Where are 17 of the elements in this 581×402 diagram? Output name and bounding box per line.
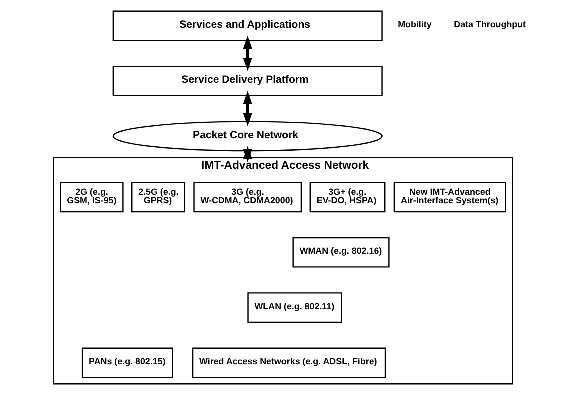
node-box: Wired Access Networks (e.g. ADSL, Fibre) — [192, 348, 386, 378]
node-box: Service Delivery Platform — [112, 66, 383, 96]
label: Mobility — [398, 19, 432, 30]
arrow — [243, 146, 252, 162]
node-box: PANs (e.g. 802.15) — [82, 348, 174, 378]
node-box: Services and Applications — [112, 10, 383, 42]
node-box: WLAN (e.g. 802.11) — [248, 292, 342, 324]
node-box: 3G (e.g. W-CDMA, CDMA2000) — [194, 182, 302, 213]
node-box: 2.5G (e.g. GPRS) — [132, 182, 186, 213]
node-ellipse: Packet Core Network — [112, 121, 383, 152]
arrow — [243, 36, 252, 72]
arrow — [243, 91, 252, 126]
node-box: 2G (e.g. GSM, IS-95) — [60, 182, 124, 213]
label: Data Throughput — [454, 19, 526, 30]
node-box: WMAN (e.g. 802.16) — [292, 237, 390, 268]
node-box: New IMT-Advanced Air-Interface System(s) — [394, 182, 506, 213]
node-box: 3G+ (e.g. EV-DO, HSPA) — [310, 182, 386, 213]
